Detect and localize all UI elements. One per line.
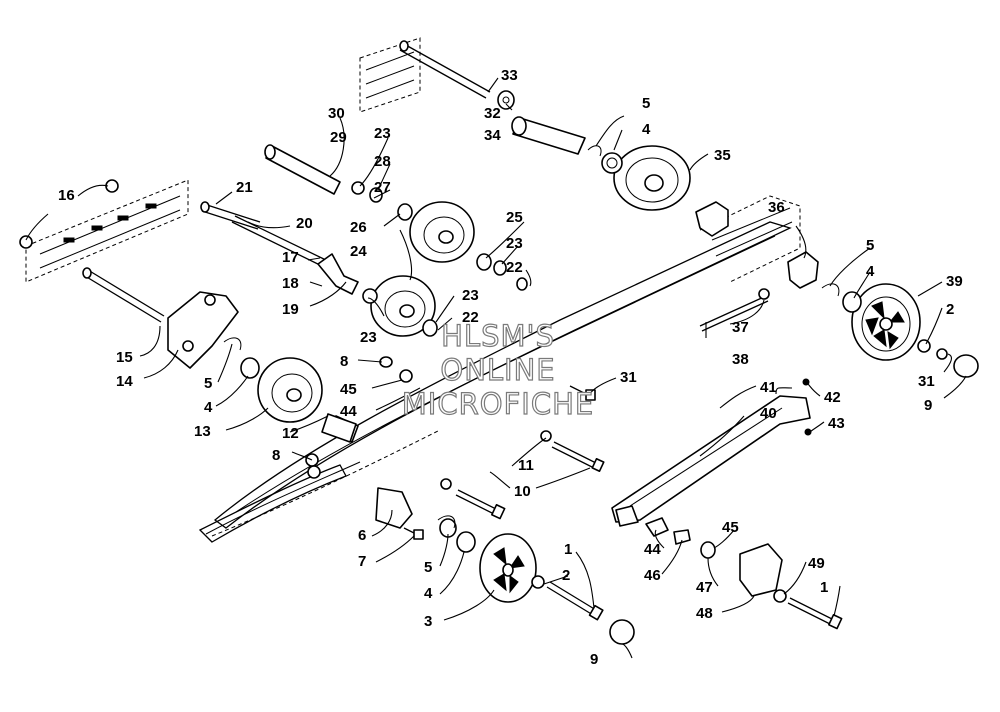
callout-35: 35 — [714, 147, 731, 164]
callout-1-right: 1 — [820, 579, 828, 596]
callout-3: 3 — [424, 613, 432, 630]
callout-20: 20 — [296, 215, 313, 232]
callout-23-a: 23 — [374, 125, 391, 142]
callout-21: 21 — [236, 179, 253, 196]
callout-5-top: 5 — [642, 95, 650, 112]
callout-13: 13 — [194, 423, 211, 440]
watermark-line-1: HLSM'S — [441, 319, 555, 353]
callout-15: 15 — [116, 349, 133, 366]
watermark-line-2: ONLINE — [440, 353, 555, 387]
callout-38: 38 — [732, 351, 749, 368]
callout-2-mid: 2 — [562, 567, 570, 584]
slide-rail-frame — [25, 37, 801, 543]
callout-10: 10 — [514, 483, 531, 500]
callout-8-b: 8 — [272, 447, 280, 464]
callout-30: 30 — [328, 105, 345, 122]
watermark-line-3: MICROFICHE — [402, 387, 594, 421]
callout-31-b: 31 — [918, 373, 935, 390]
callout-1-mid: 1 — [564, 541, 572, 558]
callout-12: 12 — [282, 425, 299, 442]
callout-19: 19 — [282, 301, 299, 318]
callout-31-a: 31 — [620, 369, 637, 386]
callout-7: 7 — [358, 553, 366, 570]
callout-18: 18 — [282, 275, 299, 292]
callout-46: 46 — [644, 567, 661, 584]
callout-43: 43 — [828, 415, 845, 432]
callout-40: 40 — [760, 405, 777, 422]
callout-41: 41 — [760, 379, 777, 396]
callout-47: 47 — [696, 579, 713, 596]
callout-48: 48 — [696, 605, 713, 622]
callout-32: 32 — [484, 105, 501, 122]
callout-4-bottom: 4 — [424, 585, 433, 602]
callout-4-right: 4 — [866, 263, 875, 280]
callout-23-b: 23 — [506, 235, 523, 252]
callout-28: 28 — [374, 153, 391, 170]
callout-45-a: 45 — [340, 381, 357, 398]
callout-6: 6 — [358, 527, 366, 544]
callout-44-b: 44 — [644, 541, 661, 558]
callout-11: 11 — [518, 457, 534, 474]
callout-45-b: 45 — [722, 519, 739, 536]
callout-44-a: 44 — [340, 403, 357, 420]
callout-49: 49 — [808, 555, 825, 572]
callout-4-left: 4 — [204, 399, 213, 416]
callout-8-a: 8 — [340, 353, 348, 370]
callout-39: 39 — [946, 273, 963, 290]
callout-29: 29 — [330, 129, 347, 146]
callout-24: 24 — [350, 243, 367, 260]
watermark: HLSM'S ONLINE MICROFICHE — [401, 318, 594, 421]
callout-9-right: 9 — [924, 397, 932, 414]
torque-arm — [611, 378, 812, 527]
callout-16: 16 — [58, 187, 75, 204]
callout-leaders — [25, 77, 967, 659]
callout-22-a: 22 — [506, 259, 523, 276]
callout-23-c: 23 — [462, 287, 479, 304]
callout-2-right: 2 — [946, 301, 954, 318]
callout-27: 27 — [374, 179, 391, 196]
callout-5-right: 5 — [866, 237, 874, 254]
callout-14: 14 — [116, 373, 133, 390]
callout-5-left: 5 — [204, 375, 212, 392]
callout-4-top: 4 — [642, 121, 651, 138]
callout-23-d: 23 — [360, 329, 377, 346]
callout-26: 26 — [350, 219, 367, 236]
callout-5-bottom: 5 — [424, 559, 432, 576]
callout-33: 33 — [501, 67, 518, 84]
callout-numbers: 33 32 34 5 4 35 30 29 23 28 27 26 21 20 … — [58, 67, 963, 668]
callout-36: 36 — [768, 199, 785, 216]
callout-25: 25 — [506, 209, 523, 226]
callout-17: 17 — [282, 249, 299, 266]
callout-42: 42 — [824, 389, 841, 406]
callout-37: 37 — [732, 319, 749, 336]
callout-34: 34 — [484, 127, 501, 144]
callout-22-b: 22 — [462, 309, 479, 326]
callout-9-bottom: 9 — [590, 651, 598, 668]
small-parts — [19, 90, 948, 603]
shafts — [82, 40, 843, 630]
